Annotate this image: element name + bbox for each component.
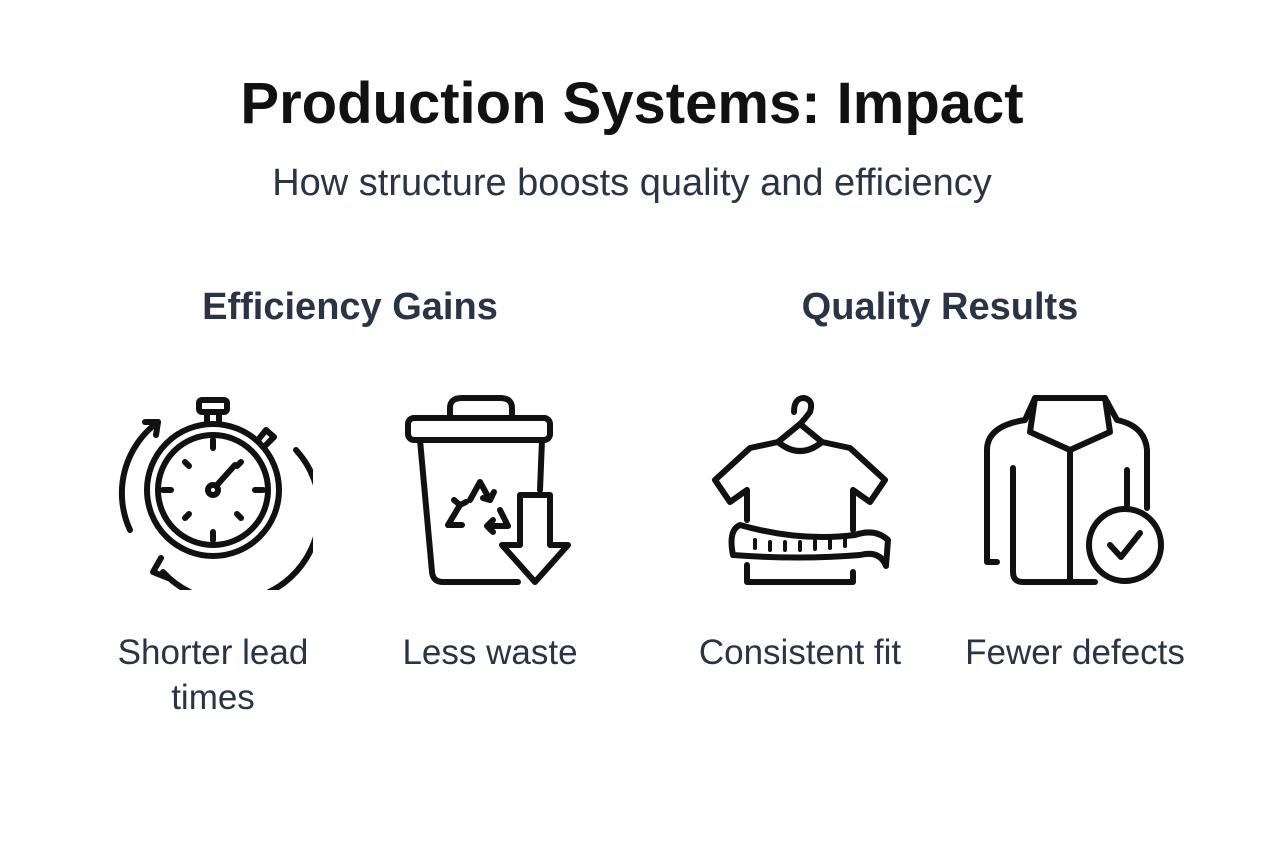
section-heading-efficiency: Efficiency Gains <box>202 286 498 328</box>
section-heading-quality: Quality Results <box>801 286 1079 328</box>
label-consistent-fit: Consistent fit <box>698 633 902 672</box>
page-title: Production Systems: Impact <box>240 71 1024 136</box>
recycle-bin-down-icon <box>405 395 571 585</box>
stopwatch-icon <box>118 397 313 590</box>
label-less-waste: Less waste <box>402 633 578 672</box>
label-fewer-defects: Fewer defects <box>965 633 1185 672</box>
label-shorter-lead-times: Shorter lead times <box>117 633 309 717</box>
shirt-measuring-tape-icon <box>712 395 891 585</box>
jacket-check-icon <box>984 395 1164 585</box>
page-subtitle: How structure boosts quality and efficie… <box>272 162 992 204</box>
